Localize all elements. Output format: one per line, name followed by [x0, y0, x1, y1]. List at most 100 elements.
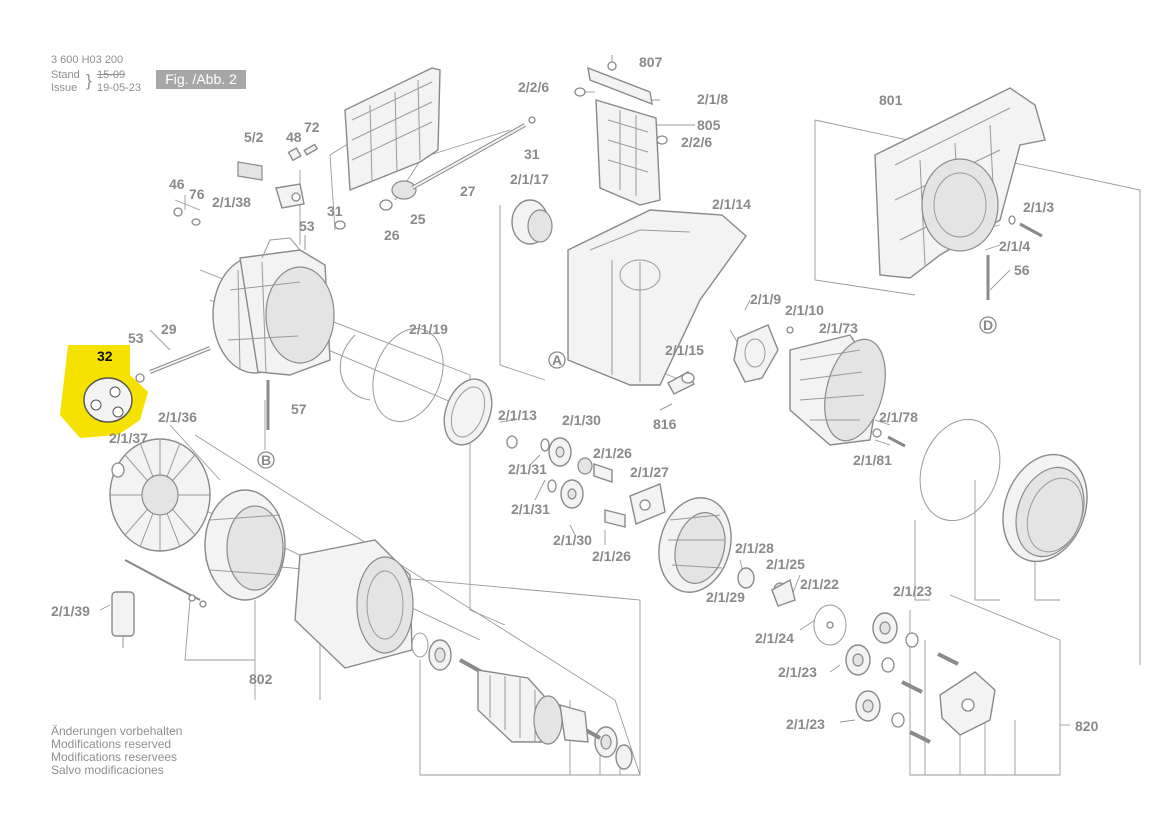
planet-gears-part — [506, 435, 666, 528]
note-english: Modifications reserved — [51, 737, 172, 751]
bushing-part — [511, 199, 553, 245]
label-31-b: 31 — [327, 203, 343, 219]
stator-part — [294, 539, 414, 669]
label-5-2: 5/2 — [244, 129, 264, 145]
label-48: 48 — [286, 129, 302, 145]
label-d: D — [983, 317, 993, 333]
label-2-1-73: 2/1/73 — [819, 320, 858, 336]
label-2-1-4: 2/1/4 — [999, 238, 1030, 254]
callout-32-label: 32 — [97, 348, 113, 364]
gasket-part — [733, 324, 794, 383]
label-2-1-3: 2/1/3 — [1023, 199, 1054, 215]
label-801: 801 — [879, 92, 903, 108]
bearing-parts — [411, 632, 633, 770]
label-76: 76 — [189, 186, 205, 202]
gear-train-part — [737, 567, 996, 744]
label-27: 27 — [460, 183, 476, 199]
label-2-1-81: 2/1/81 — [853, 452, 892, 468]
end-shield-part — [204, 489, 286, 601]
fan-cone-part — [789, 334, 886, 446]
label-56: 56 — [1014, 262, 1030, 278]
label-b: B — [261, 452, 271, 468]
label-820: 820 — [1075, 718, 1099, 734]
label-2-1-39: 2/1/39 — [51, 603, 90, 619]
label-2-1-8: 2/1/8 — [697, 91, 728, 107]
issue-date: 19-05-23 — [97, 82, 142, 94]
highlight-callout-32: 32 — [60, 345, 148, 438]
label-802: 802 — [249, 671, 273, 687]
label-2-1-26-b: 2/1/26 — [592, 548, 631, 564]
label-2-1-23-b: 2/1/23 — [778, 664, 817, 680]
label-a: A — [552, 352, 562, 368]
motor-cover-part — [874, 87, 1046, 279]
right-fasteners-part — [979, 215, 1043, 334]
modification-notes: Änderungen vorbehalten Modifications res… — [51, 725, 182, 777]
brace-glyph: } — [86, 71, 92, 90]
label-2-1-26-a: 2/1/26 — [593, 445, 632, 461]
label-2-1-28: 2/1/28 — [735, 540, 774, 556]
label-2-1-25: 2/1/25 — [766, 556, 805, 572]
screw-washer-part — [872, 428, 906, 448]
label-53-b: 53 — [128, 330, 144, 346]
rod-part — [411, 116, 536, 190]
label-2-1-24: 2/1/24 — [755, 630, 794, 646]
label-2-1-17: 2/1/17 — [510, 171, 549, 187]
armature-part — [459, 658, 601, 745]
part-labels: 807 2/2/6 2/1/8 805 2/2/6 801 5/2 48 72 … — [51, 54, 1099, 734]
long-screw-part — [135, 346, 211, 383]
label-2-1-37: 2/1/37 — [109, 430, 148, 446]
stand-date: 15-09 — [97, 69, 126, 81]
label-2-1-31-a: 2/1/31 — [508, 461, 547, 477]
label-2-1-38: 2/1/38 — [212, 194, 251, 210]
label-46: 46 — [169, 176, 185, 192]
label-2-1-22: 2/1/22 — [800, 576, 839, 592]
label-2-1-78: 2/1/78 — [879, 409, 918, 425]
label-2-2-6-a: 2/2/6 — [518, 79, 549, 95]
gear-housing-part — [548, 209, 747, 386]
retaining-rings-part — [339, 328, 493, 446]
label-2-1-30-b: 2/1/30 — [553, 532, 592, 548]
small-parts-topleft — [173, 143, 319, 250]
handle-plate-part — [574, 55, 653, 106]
label-2-1-13: 2/1/13 — [498, 407, 537, 423]
label-2-1-30-a: 2/1/30 — [562, 412, 601, 428]
label-2-1-31-b: 2/1/31 — [511, 501, 550, 517]
label-2-1-27: 2/1/27 — [630, 464, 669, 480]
label-26: 26 — [384, 227, 400, 243]
label-25: 25 — [410, 211, 426, 227]
note-french: Modifications reservees — [51, 750, 178, 764]
note-spanish: Salvo modificaciones — [51, 763, 164, 777]
guard-plate-part — [334, 67, 441, 230]
label-31-a: 31 — [524, 146, 540, 162]
mounting-plate-part — [595, 99, 668, 206]
label-72: 72 — [304, 119, 320, 135]
label-2-1-23-a: 2/1/23 — [893, 583, 932, 599]
shaft-pin-part — [659, 371, 695, 411]
label-2-1-36: 2/1/36 — [158, 409, 197, 425]
tie-rod-part — [111, 559, 207, 648]
stand-label: Stand — [51, 69, 80, 81]
label-816: 816 — [653, 416, 677, 432]
label-2-1-14: 2/1/14 — [712, 196, 751, 212]
label-2-2-6-b: 2/2/6 — [681, 134, 712, 150]
issue-label: Issue — [51, 82, 78, 94]
label-805: 805 — [697, 117, 721, 133]
label-2-1-9: 2/1/9 — [750, 291, 781, 307]
label-2-1-19: 2/1/19 — [409, 321, 448, 337]
large-rings-part — [919, 418, 1088, 563]
label-57: 57 — [291, 401, 307, 417]
label-53-a: 53 — [299, 218, 315, 234]
figure-badge: Fig. /Abb. 2 — [156, 70, 246, 89]
label-2-1-29: 2/1/29 — [706, 589, 745, 605]
label-2-1-15: 2/1/15 — [665, 342, 704, 358]
motor-housing-part — [212, 237, 335, 469]
label-2-1-10: 2/1/10 — [785, 302, 824, 318]
label-807: 807 — [639, 54, 663, 70]
note-german: Änderungen vorbehalten — [51, 724, 183, 738]
label-2-1-23-c: 2/1/23 — [786, 716, 825, 732]
document-number: 3 600 H03 200 — [51, 54, 124, 66]
ring-gear-part — [658, 497, 732, 593]
fan-wheel-part — [109, 438, 211, 552]
